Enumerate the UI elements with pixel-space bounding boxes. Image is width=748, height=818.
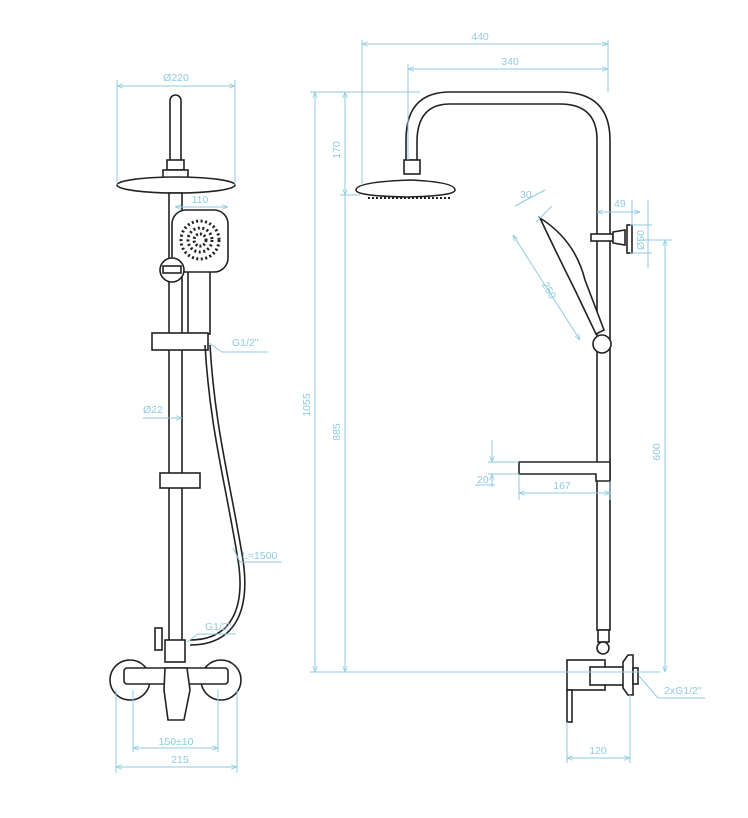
dim-outlet-thread: G1/2" — [205, 621, 232, 633]
dim-total-height: 1055 — [301, 393, 313, 417]
dim-mixer-spacing: 150±10 — [159, 736, 194, 748]
dim-bracket-height: 600 — [651, 443, 663, 461]
diverter-knob — [154, 627, 163, 651]
mixer-valve — [589, 666, 626, 686]
hand-shower-holder — [592, 334, 612, 354]
holder-knob — [162, 265, 182, 274]
hand-shower-handle — [187, 267, 211, 335]
dim-hose-length: L=1500 — [242, 550, 277, 562]
side-view — [355, 91, 639, 723]
dim-head-offset: 340 — [501, 56, 519, 68]
dim-hand-shower-width: 110 — [192, 194, 209, 206]
connector-nut — [596, 641, 610, 655]
dim-slider-thread: G1/2" — [232, 337, 259, 349]
soap-shelf — [518, 461, 611, 482]
column-connector — [597, 629, 610, 643]
dim-head-drop: 170 — [331, 141, 343, 159]
front-view-dimensions: Ø220 110 G1/2" Ø22 L=1500 G1/2" 150±10 2… — [115, 72, 282, 773]
dim-arm-reach: 440 — [471, 31, 489, 43]
arm-connector — [166, 159, 185, 171]
dim-mixer-depth: 120 — [589, 745, 607, 757]
mixer-lever — [163, 667, 191, 721]
dim-shelf-depth: 167 — [553, 480, 571, 492]
head-connector — [403, 159, 421, 175]
spray-nozzles — [179, 219, 221, 261]
side-view-dimensions: 440 340 170 1055 885 30 250 49 Ø50 600 2… — [301, 31, 705, 763]
rain-shower-head — [355, 179, 456, 198]
wall-bracket-arm — [590, 233, 614, 242]
wall-bracket-plate — [626, 224, 633, 254]
dim-rail-diameter: Ø22 — [143, 404, 163, 416]
dim-mixer-width: 215 — [171, 754, 189, 766]
dim-hand-shower-width: 30 — [520, 189, 532, 201]
dim-shelf-thickness: 20 — [477, 474, 489, 486]
dim-head-height: 885 — [331, 423, 343, 441]
upper-slider — [151, 332, 209, 351]
shower-arm — [169, 94, 182, 166]
hose — [189, 344, 241, 641]
shower-column — [405, 91, 611, 631]
diverter — [164, 639, 186, 663]
lower-slider — [159, 472, 201, 489]
hand-shower-head — [171, 209, 229, 273]
inlet — [632, 667, 639, 685]
dim-head-diameter: Ø220 — [163, 72, 189, 84]
dim-bracket-depth: 49 — [614, 198, 626, 210]
dim-hand-shower-length: 250 — [539, 280, 558, 301]
mixer-lever — [566, 689, 573, 723]
wall-flange — [622, 654, 634, 696]
rain-shower-head — [116, 176, 236, 194]
dim-inlet-thread: 2xG1/2" — [664, 685, 702, 697]
